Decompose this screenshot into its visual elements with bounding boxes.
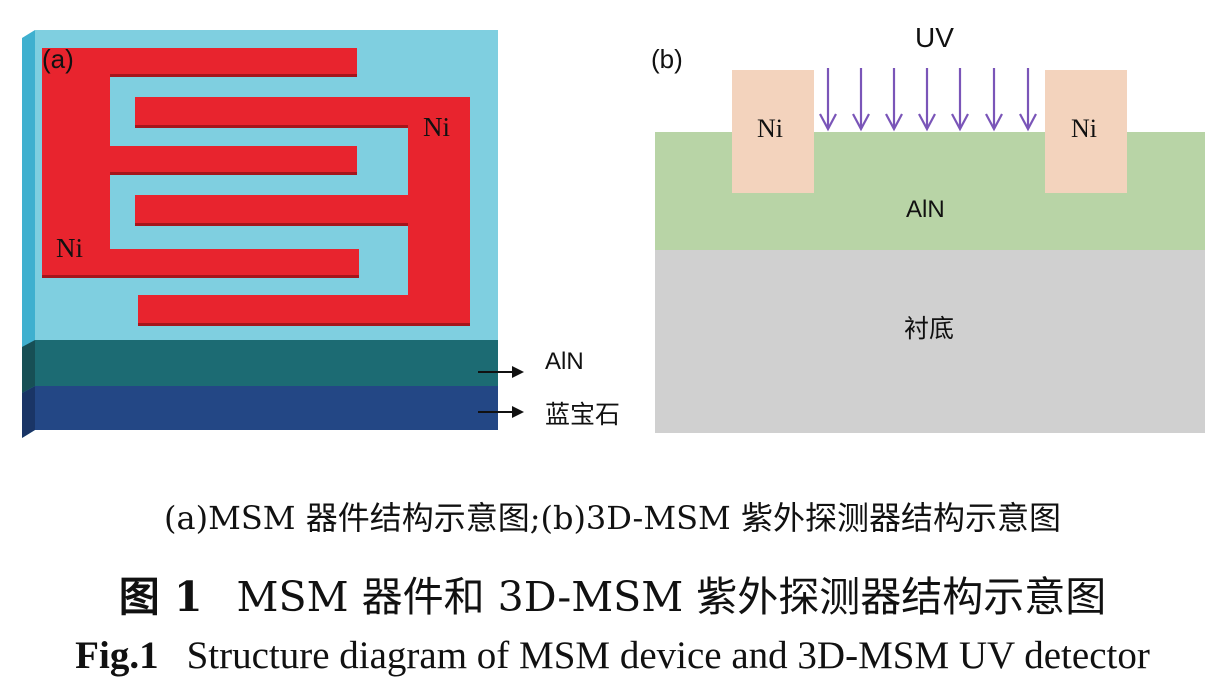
figure-number-english: Fig.1	[75, 634, 159, 677]
panel-a: (a) Ni Ni AlN 蓝宝石	[22, 30, 620, 438]
right-electrode	[135, 97, 470, 323]
uv-arrow-icon	[885, 68, 903, 132]
aln-layer-band	[35, 340, 498, 386]
panel-a-ni-right-label: Ni	[423, 112, 450, 142]
panel-a-label: (a)	[42, 44, 74, 74]
left-electrode	[42, 48, 359, 275]
panel-b-substrate-label: 衬底	[904, 315, 954, 343]
panel-a-ni-left-label: Ni	[56, 233, 83, 263]
figure-title-english: Structure diagram of MSM device and 3D-M…	[186, 634, 1150, 677]
panel-b: (b) UV Ni Ni AlN 衬底	[651, 22, 1205, 433]
panel-b-ni-right-label: Ni	[1071, 114, 1097, 143]
arrow-to-sapphire	[478, 406, 524, 418]
figure-title-chinese: MSM 器件和 3D-MSM 紫外探测器结构示意图	[236, 573, 1107, 621]
ni-pad-right	[1045, 70, 1127, 193]
uv-arrow-icon	[951, 68, 969, 132]
uv-arrow-icon	[1019, 68, 1037, 132]
uv-arrow-icon	[852, 68, 870, 132]
panel-b-ni-left-label: Ni	[757, 114, 783, 143]
figure-caption-english: Fig.1 Structure diagram of MSM device and…	[0, 633, 1225, 678]
sapphire-layer-side	[22, 386, 35, 438]
finger-shadows	[42, 74, 470, 326]
substrate-block	[655, 250, 1205, 433]
sapphire-layer-label: 蓝宝石	[545, 401, 620, 429]
aln-layer-side	[22, 340, 35, 393]
figure-number-chinese: 图 1	[118, 573, 203, 621]
figure-caption-chinese: 图 1 MSM 器件和 3D-MSM 紫外探测器结构示意图	[0, 563, 1225, 623]
panel-b-aln-label: AlN	[906, 196, 945, 223]
subfigure-caption: (a)MSM 器件结构示意图;(b)3D-MSM 紫外探测器结构示意图	[164, 499, 1061, 537]
uv-arrow-icon	[918, 68, 936, 132]
uv-arrow-icon	[985, 68, 1003, 132]
ni-pad-left	[732, 70, 814, 193]
uv-arrows	[819, 68, 1037, 132]
sapphire-layer-band	[35, 386, 498, 430]
panel-b-label: (b)	[651, 44, 683, 74]
uv-arrow-icon	[819, 68, 837, 132]
figure-diagrams: (a) Ni Ni AlN 蓝宝石 (b) UV	[22, 22, 1205, 438]
arrow-to-aln	[478, 366, 524, 378]
uv-label: UV	[915, 22, 954, 53]
aln-layer-label: AlN	[545, 348, 584, 375]
device-side-face	[22, 30, 35, 438]
